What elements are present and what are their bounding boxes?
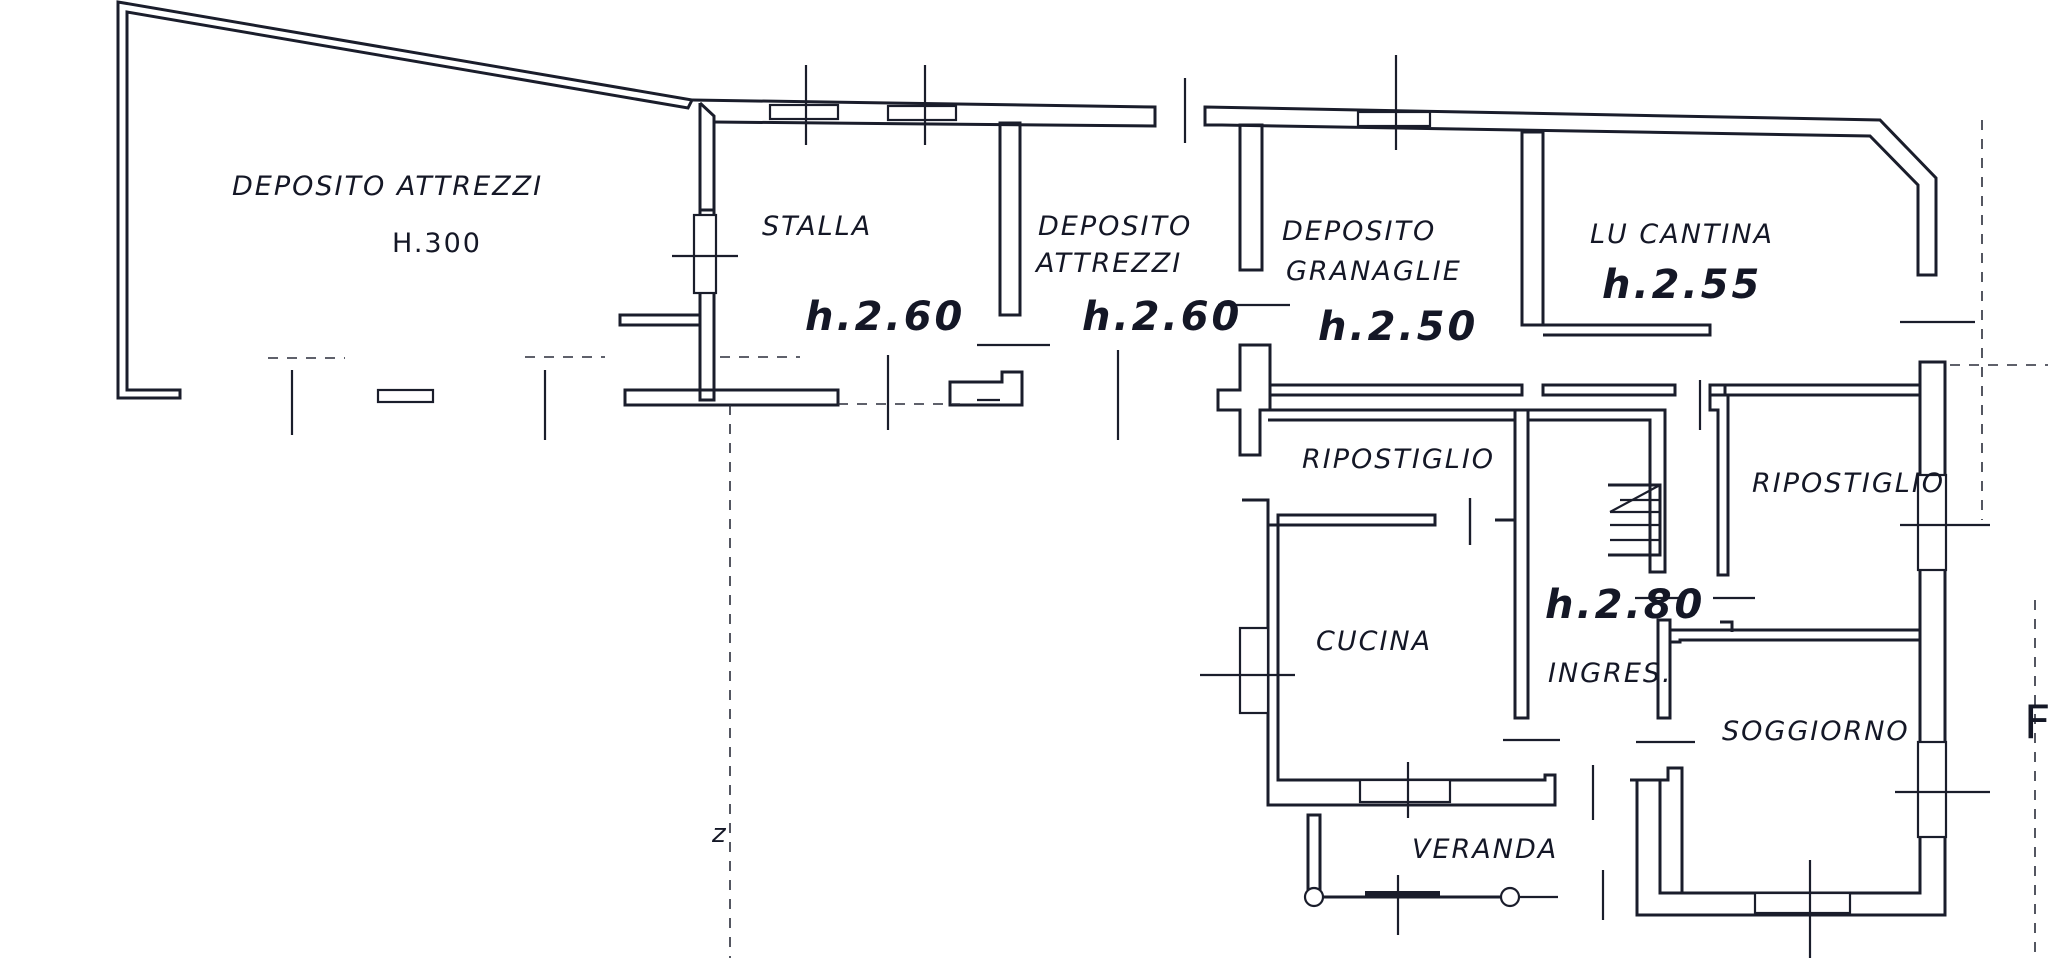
- tool-shed-walls: [116, 0, 716, 402]
- stalla-label: STALLA: [762, 211, 872, 242]
- upper-interior-walls: [618, 121, 1712, 457]
- house-walls: [1200, 360, 1990, 958]
- deposito-attrezzi-2-height: h.2.60: [1082, 294, 1242, 340]
- deposito-granaglie-height: h.2.50: [1318, 304, 1478, 350]
- deposito-granaglie-label-line1: DEPOSITO: [1282, 216, 1436, 247]
- south-posts: [290, 303, 1975, 440]
- soggiorno-label: SOGGIORNO: [1722, 716, 1910, 747]
- veranda-label: VERANDA: [1412, 834, 1558, 865]
- staircase: [1608, 483, 1662, 557]
- edge-mark-left: z: [711, 819, 728, 849]
- north-wall: [691, 78, 1938, 277]
- ripostiglio-1-label: RIPOSTIGLIO: [1302, 444, 1495, 475]
- deposito-attrezzi-label: DEPOSITO ATTREZZI: [232, 171, 543, 202]
- ingresso-height: h.2.80: [1545, 582, 1705, 628]
- ripostiglio-2-label: RIPOSTIGLIO: [1752, 468, 1945, 499]
- stalla-height: h.2.60: [805, 294, 965, 340]
- dashed-guides: [268, 120, 2048, 958]
- cucina-label: CUCINA: [1316, 626, 1432, 657]
- edge-letter-right: F: [2024, 695, 2048, 749]
- deposito-attrezzi-height: H.300: [392, 228, 482, 259]
- room-labels: DEPOSITO ATTREZZI H.300 STALLA h.2.60 DE…: [232, 171, 2048, 865]
- ingresso-label: INGRES.: [1548, 658, 1673, 689]
- deposito-attrezzi-2-label-line1: DEPOSITO: [1038, 211, 1192, 242]
- deposito-granaglie-label-line2: GRANAGLIE: [1286, 256, 1462, 287]
- north-windows: [768, 55, 1432, 150]
- deposito-attrezzi-2-label-line2: ATTREZZI: [1034, 248, 1182, 279]
- cantina-label: LU CANTINA: [1590, 219, 1774, 250]
- cantina-height: h.2.55: [1602, 262, 1762, 308]
